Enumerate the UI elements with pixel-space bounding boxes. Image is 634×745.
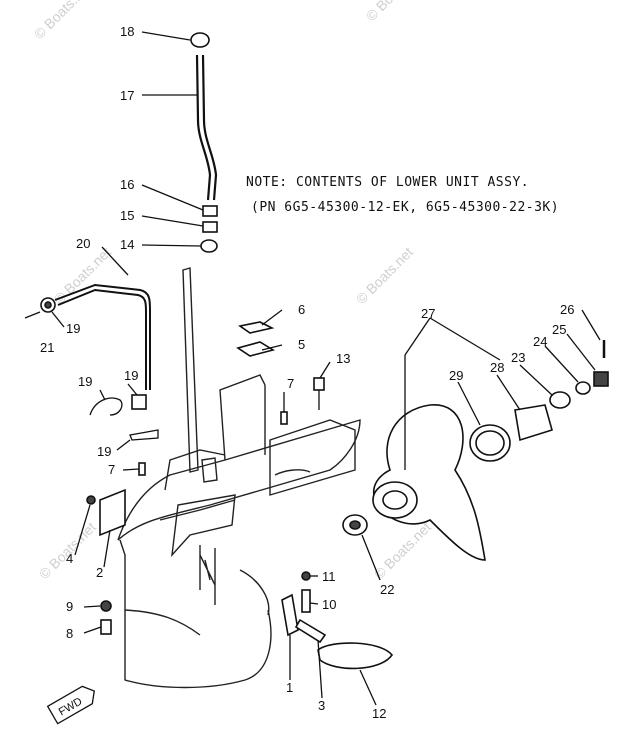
callout-3: 3 [318,698,325,713]
callout-2: 2 [96,565,103,580]
bolt-8[interactable] [100,619,112,635]
watermark-4: © Boats.net [353,244,416,307]
callout-5: 5 [298,337,305,352]
callout-21: 21 [40,340,54,355]
seal-strips [236,321,276,357]
anode-2[interactable] [99,488,126,537]
callout-16: 16 [120,177,134,192]
washer-4[interactable] [86,495,96,505]
callout-12: 12 [372,706,386,721]
callout-10: 10 [322,597,336,612]
callout-6: 6 [298,302,305,317]
nut-25[interactable] [593,371,609,387]
callout-7-lower: 7 [108,462,115,477]
grommet-14[interactable] [200,239,218,253]
clip-19-left[interactable] [89,397,123,416]
bolt-13[interactable] [313,377,325,391]
callout-13: 13 [336,351,350,366]
bolt-3[interactable] [294,618,327,644]
strip-6[interactable] [238,321,275,334]
callout-8: 8 [66,626,73,641]
callout-1: 1 [286,680,293,695]
clip-19-right[interactable] [131,394,147,410]
callout-28: 28 [490,360,504,375]
dowel-7-upper[interactable] [280,411,288,425]
callout-19-right: 19 [124,368,138,383]
fwd-indicator: FWD [46,685,95,725]
callout-labels: 18 17 16 15 14 20 19 21 6 5 13 7 19 19 1… [40,24,574,721]
strip-5[interactable] [236,341,276,357]
callout-27: 27 [421,306,435,321]
washer-9[interactable] [100,600,112,612]
bolt-10[interactable] [301,589,311,613]
callout-29: 29 [449,368,463,383]
callout-25: 25 [552,322,566,337]
pin-21[interactable] [24,311,41,319]
spacer-28[interactable] [514,404,553,442]
callout-19-top: 19 [66,321,80,336]
callout-15: 15 [120,208,134,223]
watermark-2: © Boats.net [363,0,426,24]
callout-14: 14 [120,237,134,252]
clip-19-lower[interactable] [129,429,159,441]
grommet-16[interactable] [202,205,218,217]
callout-4: 4 [66,551,73,566]
callout-24: 24 [533,334,547,349]
callout-23: 23 [511,350,525,365]
grommet-15[interactable] [202,221,218,233]
washer-23[interactable] [549,391,571,409]
callout-19-lower: 19 [97,444,111,459]
note-line-2: (PN 6G5-45300-12-EK, 6G5-45300-22-3K) [251,200,560,215]
note-line-1: NOTE: CONTENTS OF LOWER UNIT ASSY. [246,175,530,190]
washer-11[interactable] [301,571,311,581]
dowel-7-lower[interactable] [138,462,146,476]
callout-22: 22 [380,582,394,597]
callout-20: 20 [76,236,90,251]
grommet-18[interactable] [190,32,210,48]
plug-1[interactable] [281,593,299,637]
shift-link-assembly [24,283,159,441]
water-tube-assembly [190,32,218,253]
leader-lines [51,31,601,706]
callout-11: 11 [322,569,336,584]
propeller-assembly [372,340,609,561]
small-fasteners [86,377,394,670]
watermark-1: © Boats.net [31,0,94,42]
callout-26: 26 [560,302,574,317]
trim-tab-12[interactable] [317,642,394,670]
callout-17: 17 [120,88,134,103]
callout-7-upper: 7 [287,376,294,391]
lower-unit-housing [117,267,361,689]
callout-19-left: 19 [78,374,92,389]
callout-18: 18 [120,24,134,39]
watermark-6: © Boats.net [371,519,434,582]
callout-9: 9 [66,599,73,614]
washer-24[interactable] [575,381,591,395]
